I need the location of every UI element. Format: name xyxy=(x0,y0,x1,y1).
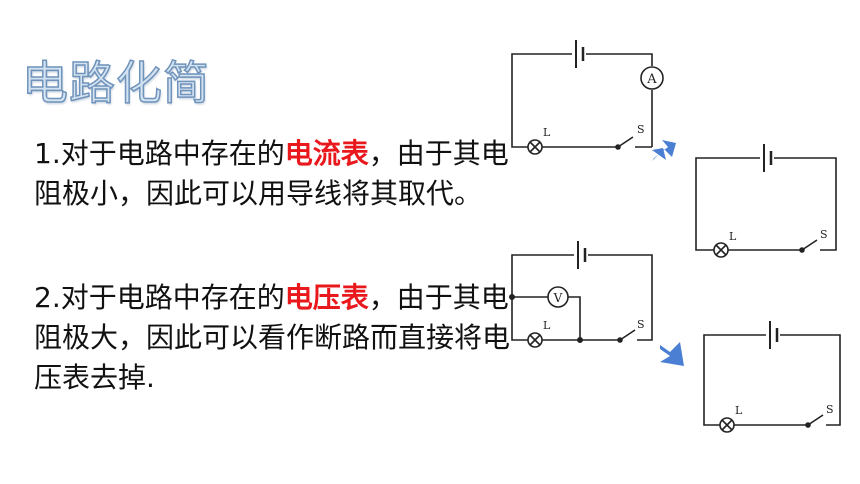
page-title: 电路化简 xyxy=(21,56,210,110)
arrow-icon xyxy=(660,342,684,366)
lamp-label: L xyxy=(543,126,551,139)
simplified-circuit-1 xyxy=(695,144,837,258)
paragraph-1-prefix: 1.对于电路中存在的 xyxy=(34,137,285,170)
lamp-label: L xyxy=(729,230,737,243)
switch-icon xyxy=(799,239,818,253)
lamp-icon xyxy=(713,242,729,258)
paragraph-ammeter-rule: 1.对于电路中存在的电流表，由于其电阻极小，因此可以用导线将其取代。 xyxy=(34,134,514,214)
ammeter-label: A xyxy=(646,72,657,87)
switch-label: S xyxy=(826,403,834,416)
switch-icon xyxy=(615,136,634,150)
ammeter-icon xyxy=(640,66,664,90)
lamp-label: L xyxy=(735,404,743,417)
lamp-icon xyxy=(719,417,735,433)
switch-label: S xyxy=(820,228,828,241)
battery-icon xyxy=(769,321,779,349)
battery-icon xyxy=(577,241,587,269)
switch-icon xyxy=(805,414,824,428)
voltmeter-label: V xyxy=(553,291,563,305)
switch-icon xyxy=(617,329,636,343)
paragraph-1-rest: ，由于其电阻极小，因此可以用导线将其取代。 xyxy=(34,137,509,210)
circuit-with-voltmeter xyxy=(508,241,653,348)
voltmeter-icon xyxy=(547,286,569,308)
simplified-circuit-2 xyxy=(703,321,841,433)
highlight-ammeter: 电流表 xyxy=(284,137,369,170)
switch-label: S xyxy=(637,123,645,136)
battery-icon xyxy=(763,144,773,172)
paragraph-2-rest: ，由于其电阻极大，因此可以看作断路而直接将电压表去掉. xyxy=(34,281,511,394)
switch-label: S xyxy=(637,318,645,331)
circuit-with-ammeter xyxy=(511,40,664,155)
lamp-icon xyxy=(527,139,543,155)
arrow-icon xyxy=(652,140,676,161)
highlight-voltmeter: 电压表 xyxy=(284,281,369,314)
paragraph-2-prefix: 2.对于电路中存在的 xyxy=(34,281,285,314)
lamp-icon xyxy=(527,332,543,348)
paragraph-voltmeter-rule: 2.对于电路中存在的电压表，由于其电阻极大，因此可以看作断路而直接将电压表去掉. xyxy=(34,278,514,398)
lamp-label: L xyxy=(543,319,551,332)
battery-icon xyxy=(575,40,585,68)
